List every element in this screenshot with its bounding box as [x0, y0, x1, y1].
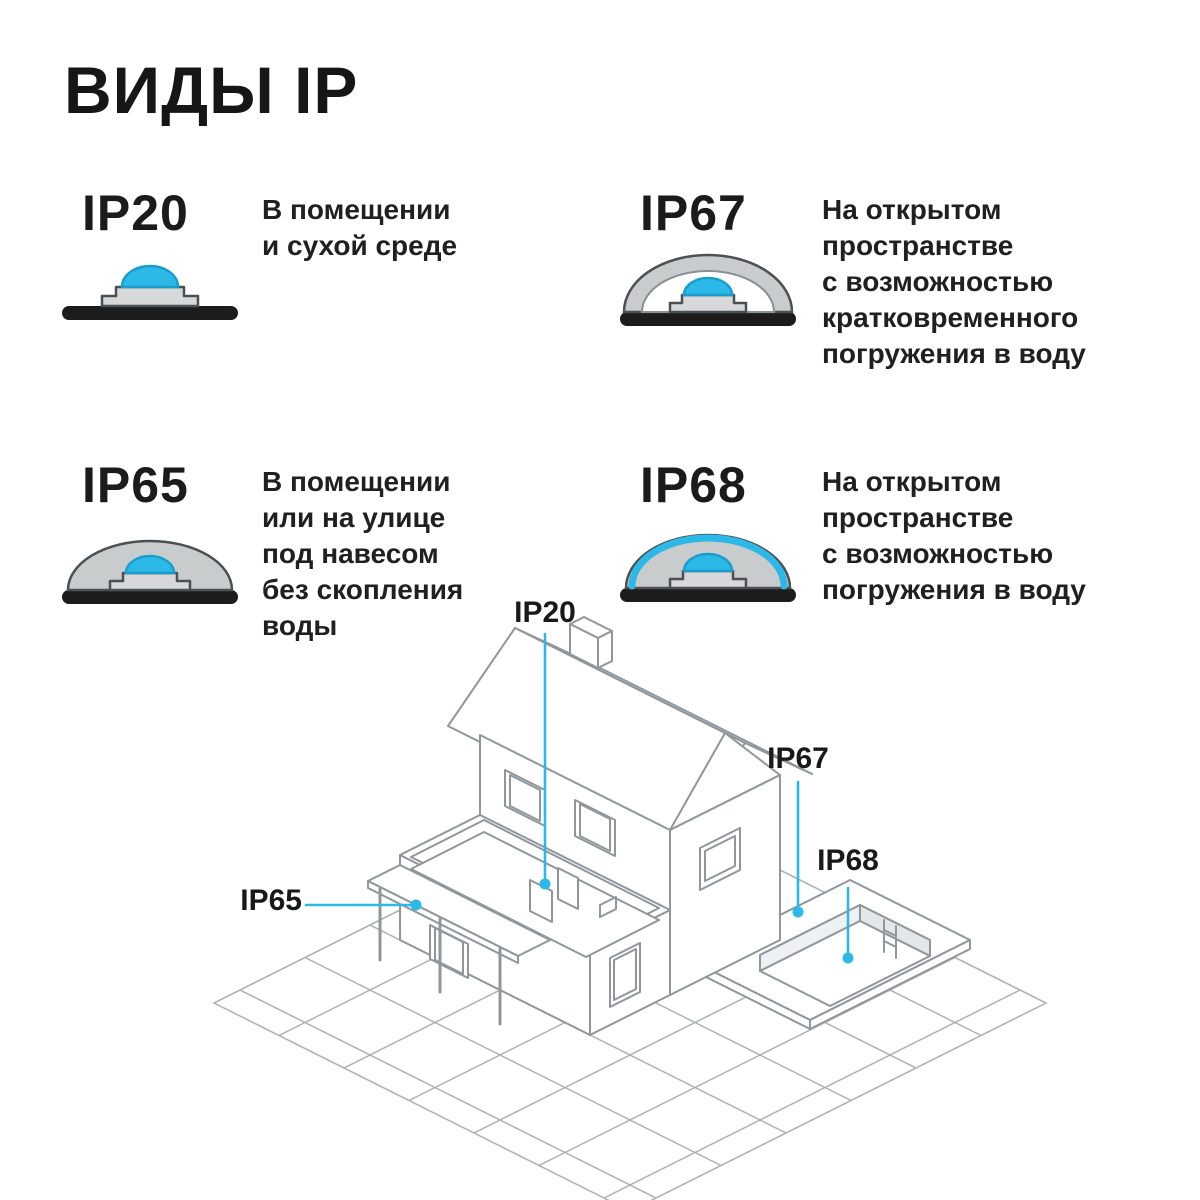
- room-window: [429, 924, 469, 979]
- scene-label-ip67: IP67: [767, 742, 829, 775]
- ip65-description: В помещении или на улице под навесом без…: [262, 466, 464, 642]
- ip68-description: На открытом пространстве с возможностью …: [822, 466, 1086, 606]
- ip67-card: IP67 На открытом пространстве с возможно…: [618, 188, 1163, 453]
- ip68-code: IP68: [640, 457, 747, 513]
- scene-label-ip20: IP20: [514, 596, 576, 629]
- ip65-dome-icon: [62, 539, 238, 604]
- callouts: [304, 632, 854, 964]
- ip20-strip-icon: [62, 264, 238, 320]
- ip67-description: На открытом пространстве с возможностью …: [822, 194, 1086, 370]
- ip67-code: IP67: [640, 185, 747, 241]
- ip20-callout-dot: [539, 878, 551, 890]
- ip67-callout-dot: [792, 906, 804, 918]
- chimney: [569, 616, 613, 669]
- scene-label-ip65: IP65: [240, 884, 302, 917]
- pool-terrace: [689, 879, 971, 1030]
- ip68-card: IP68 На открытом пространстве с возможно…: [618, 460, 1163, 725]
- porch-canopy: [367, 864, 551, 1026]
- ip68-callout-dot: [842, 952, 854, 964]
- ip67-dome-icon: [620, 253, 796, 326]
- room-door: [609, 942, 641, 1008]
- scene-label-ip68: IP68: [817, 844, 879, 877]
- ip20-card: IP20 В помещении и сухой среде: [60, 188, 605, 453]
- ip68-dome-icon: [620, 533, 796, 602]
- ip20-description: В помещении и сухой среде: [262, 194, 458, 262]
- ip65-code: IP65: [82, 457, 189, 513]
- page-title: ВИДЫ IP: [64, 53, 359, 127]
- pool-ladder-icon: [883, 919, 897, 959]
- ip20-code: IP20: [82, 185, 189, 241]
- ip65-callout-dot: [410, 899, 422, 911]
- ip65-card: IP65 В помещении или на улице под навесо…: [60, 460, 605, 725]
